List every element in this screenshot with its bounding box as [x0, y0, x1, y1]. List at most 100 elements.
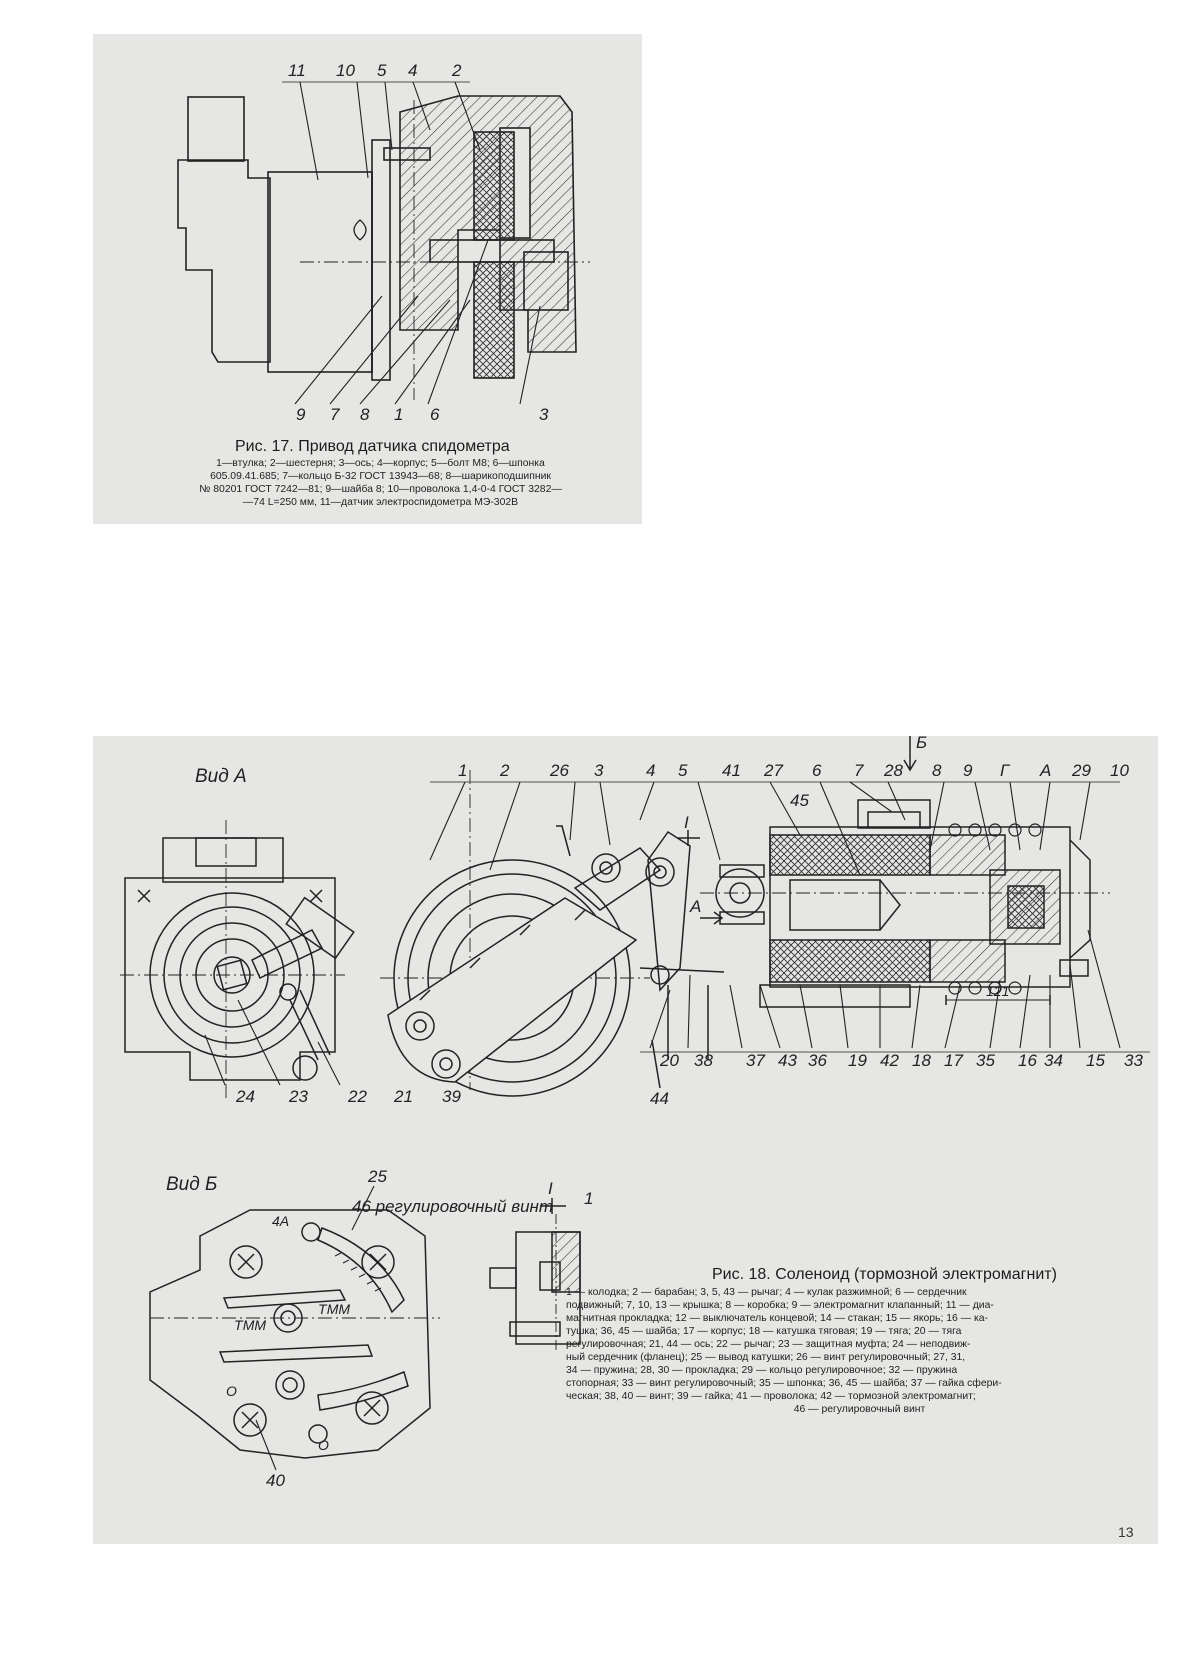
- callout-24: 24: [235, 1087, 255, 1106]
- arrow-a-label: А: [689, 897, 701, 916]
- axle-3: [523, 251, 569, 311]
- brake-drum-drawing: [380, 770, 725, 1097]
- callout-1: 1: [458, 761, 467, 780]
- section-i-title: I: [548, 1179, 553, 1198]
- callout-35: 35: [976, 1051, 995, 1070]
- figure-18-title: Рис. 18. Соленоид (тормозной электромагн…: [712, 1266, 1057, 1283]
- callout-20: 20: [659, 1051, 679, 1070]
- legend-line: 605.09.41.685; 7—кольцо Б-32 ГОСТ 13943—…: [210, 471, 551, 482]
- legend-line: 46 — регулировочный винт: [793, 1404, 926, 1415]
- callout-11: 11: [288, 61, 306, 80]
- callout-19: 19: [848, 1051, 867, 1070]
- legend-line: стопорная; 33 — винт регулировочный; 35 …: [566, 1378, 1002, 1389]
- callout-43: 43: [778, 1051, 797, 1070]
- callout-16: 16: [1018, 1051, 1037, 1070]
- figure-17-callouts-top: 11 10 5 4 2: [288, 61, 462, 80]
- callout-29: 29: [1071, 761, 1091, 780]
- callout-6: 6: [430, 405, 440, 424]
- callout-39: 39: [442, 1087, 461, 1106]
- view-a-drawing: [120, 820, 355, 1100]
- callout-g: Г: [1000, 761, 1011, 780]
- figure-17-legend: 1—втулка; 2—шестерня; 3—ось; 4—корпус; 5…: [143, 457, 618, 509]
- callout-7: 7: [330, 405, 340, 424]
- section-i-drawing: [489, 1198, 581, 1350]
- sensor-cap: [187, 96, 245, 162]
- callout-17: 17: [944, 1051, 963, 1070]
- page-number: 13: [1118, 1524, 1134, 1540]
- callout-10: 10: [1110, 761, 1129, 780]
- figure-17-drawing: [177, 81, 590, 405]
- label-tmm-left: ТММ: [234, 1317, 266, 1333]
- view-b-callouts: 4А ТММ ТММ О О 40 25 46 регулировочный в…: [226, 1167, 553, 1490]
- callout-36: 36: [808, 1051, 827, 1070]
- callout-6: 6: [812, 761, 822, 780]
- label-4a: 4А: [272, 1213, 289, 1229]
- legend-line: № 80201 ГОСТ 7242—81; 9—шайба 8; 10—пров…: [199, 484, 562, 495]
- solenoid-callouts-bottom: 20 38 37 43 36 19 42 18 17 35 16 34 15 3…: [650, 1051, 1143, 1108]
- callout-2: 2: [451, 61, 462, 80]
- callout-21: 21: [393, 1087, 413, 1106]
- legend-line: ческая; 38, 40 — винт; 39 — гайка; 41 — …: [566, 1391, 976, 1402]
- callout-33: 33: [1124, 1051, 1143, 1070]
- callout-26: 26: [549, 761, 569, 780]
- callout-a: А: [1039, 761, 1051, 780]
- callout-1: 1: [394, 405, 403, 424]
- callout-5: 5: [678, 761, 688, 780]
- legend-line: 1 — колодка; 2 — барабан; 3, 5, 43 — рыч…: [566, 1287, 967, 1298]
- legend-line: 34 — пружина; 28, 30 — прокладка; 29 — к…: [566, 1365, 958, 1376]
- gear-2-lower: [473, 261, 515, 379]
- sensor-body-outline: [177, 159, 271, 363]
- callout-2: 2: [499, 761, 510, 780]
- callout-4: 4: [646, 761, 655, 780]
- dimension-121: 121: [986, 983, 1009, 999]
- callout-42: 42: [880, 1051, 899, 1070]
- callout-44: 44: [650, 1089, 669, 1108]
- callout-45: 45: [790, 791, 809, 810]
- adjusting-screw-label: 46 регулировочный винт: [352, 1197, 553, 1216]
- callout-8: 8: [932, 761, 942, 780]
- gear-2: [473, 131, 515, 241]
- callout-4: 4: [408, 61, 417, 80]
- legend-line: ный сердечник (фланец); 25 — вывод катуш…: [566, 1352, 966, 1363]
- callout-25: 25: [367, 1167, 387, 1186]
- label-o-right: О: [318, 1437, 329, 1453]
- legend-line: 1—втулка; 2—шестерня; 3—ось; 4—корпус; 5…: [216, 458, 545, 469]
- blank-insert: [133, 524, 1158, 736]
- callout-8: 8: [360, 405, 370, 424]
- legend-line: тушка; 36, 45 — шайба; 17 — корпус; 18 —…: [566, 1326, 962, 1337]
- callout-40: 40: [266, 1471, 285, 1490]
- legend-line: —74 L=250 мм, 11—датчик электроспидометр…: [242, 497, 519, 508]
- callout-28: 28: [883, 761, 903, 780]
- view-b-label: Вид Б: [166, 1174, 217, 1195]
- figure-17-callouts-bottom: 9 7 8 1 6 3: [296, 405, 549, 424]
- figure-17-title: Рис. 17. Привод датчика спидометра: [235, 438, 510, 455]
- callout-37: 37: [746, 1051, 765, 1070]
- section-callout-1: 1: [584, 1189, 593, 1208]
- callout-27: 27: [763, 761, 783, 780]
- callout-3: 3: [539, 405, 549, 424]
- callout-7: 7: [854, 761, 864, 780]
- legend-line: подвижный; 7, 10, 13 — крышка; 8 — короб…: [566, 1300, 994, 1311]
- arrow-b-label: Б: [916, 733, 927, 752]
- solenoid-drawing: [429, 736, 1150, 1089]
- view-a-callouts: 24 23 22 21 39: [235, 1087, 461, 1106]
- view-b-drawing: [149, 1185, 440, 1471]
- callout-18: 18: [912, 1051, 931, 1070]
- view-a-label: Вид А: [195, 766, 247, 787]
- callout-23: 23: [288, 1087, 308, 1106]
- figure-18-legend: 1 — колодка; 2 — барабан; 3, 5, 43 — рыч…: [566, 1286, 1153, 1416]
- callout-3: 3: [594, 761, 604, 780]
- callout-5: 5: [377, 61, 387, 80]
- callout-15: 15: [1086, 1051, 1105, 1070]
- legend-line: регулировочная; 21, 44 — ось; 22 — рычаг…: [566, 1339, 971, 1350]
- callout-34: 34: [1044, 1051, 1063, 1070]
- legend-line: магнитная прокладка; 12 — выключатель ко…: [566, 1313, 988, 1324]
- callout-38: 38: [694, 1051, 713, 1070]
- callout-10: 10: [336, 61, 355, 80]
- label-tmm-right: ТММ: [318, 1301, 350, 1317]
- section-i-label: I: [684, 813, 689, 832]
- callout-9: 9: [963, 761, 973, 780]
- label-o-left: О: [226, 1383, 237, 1399]
- callout-41: 41: [722, 761, 741, 780]
